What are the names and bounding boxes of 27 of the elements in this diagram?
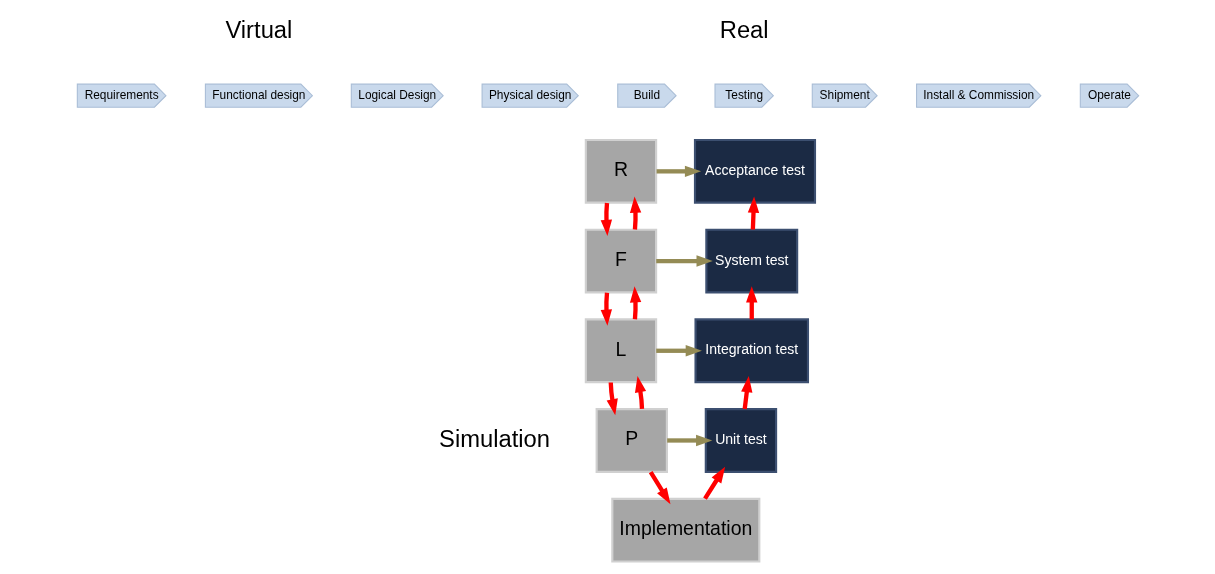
node-box: System test — [704, 228, 798, 294]
arrow — [702, 466, 725, 500]
arrow — [656, 165, 701, 178]
arrow — [655, 255, 713, 267]
arrow — [740, 376, 752, 410]
arrow — [606, 382, 618, 416]
arrow — [634, 376, 646, 410]
arrow — [629, 196, 641, 230]
label: Simulation — [438, 424, 550, 452]
label: Real — [719, 15, 769, 43]
node-box: F — [584, 228, 657, 294]
label: Virtual — [224, 15, 292, 43]
arrow — [600, 202, 612, 237]
node-box: Acceptance test — [693, 138, 816, 204]
node-box: P — [595, 408, 668, 473]
node-box: Implementation — [610, 497, 760, 563]
arrow — [648, 471, 670, 505]
arrow — [655, 345, 702, 357]
arrow — [747, 196, 759, 230]
arrow — [629, 286, 641, 320]
arrow — [745, 286, 757, 320]
node-box: R — [584, 138, 657, 204]
arrow — [666, 434, 712, 447]
node-box: Integration test — [693, 318, 809, 384]
node-box: Unit test — [704, 408, 777, 473]
node-box: L — [584, 318, 657, 384]
arrow — [600, 292, 612, 326]
